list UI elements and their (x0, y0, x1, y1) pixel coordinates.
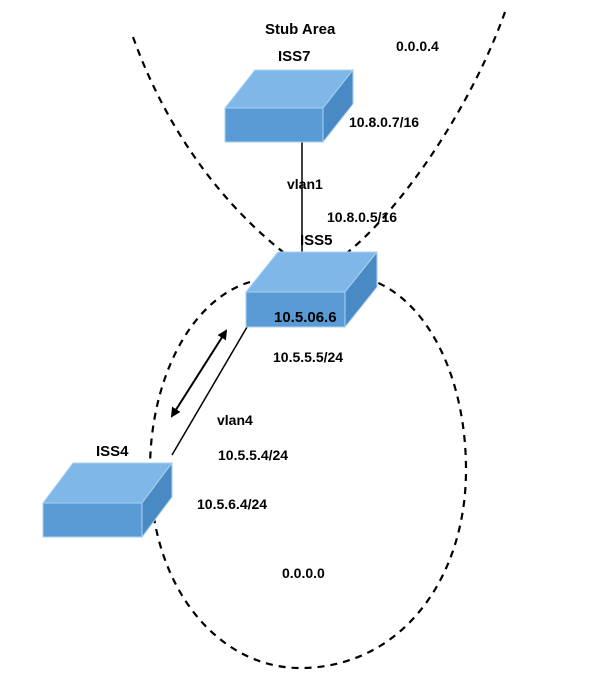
switch-iss7[interactable] (223, 68, 355, 144)
backbone-area-boundary (148, 280, 468, 670)
link-iss5-iss4 (171, 321, 251, 456)
switch-iss5[interactable] (244, 250, 379, 329)
stub-area-boundary (131, 11, 507, 253)
iss5-ip-switch: 10.5.06.6 (274, 309, 337, 326)
switch-iss7-side (322, 68, 354, 144)
stub-area-id: 0.0.0.4 (396, 38, 439, 54)
switch-iss5-side (344, 250, 378, 329)
switch-iss7-front (224, 107, 324, 143)
iss5-ip-vlan4: 10.5.5.5/24 (273, 349, 343, 365)
switch-iss4-front (42, 502, 143, 538)
bidirectional-arrow-icon (170, 329, 228, 418)
iss4-label: ISS4 (96, 443, 129, 460)
backbone-area-id: 0.0.0.0 (282, 565, 325, 581)
iss5-label: ISS5 (300, 232, 333, 249)
vlan1-label: vlan1 (287, 176, 323, 192)
iss7-ip: 10.8.0.7/16 (349, 114, 419, 130)
vlan4-label: vlan4 (217, 412, 253, 428)
stub-area-title: Stub Area (265, 21, 336, 38)
switch-iss4[interactable] (42, 461, 173, 539)
iss5-ip-stub: 10.8.0.5/16 (327, 209, 397, 225)
iss7-label: ISS7 (278, 48, 311, 65)
iss4-ip-second: 10.5.6.4/24 (197, 496, 267, 512)
switch-iss4-side (141, 461, 173, 539)
iss4-ip-vlan4: 10.5.5.4/24 (218, 447, 288, 463)
